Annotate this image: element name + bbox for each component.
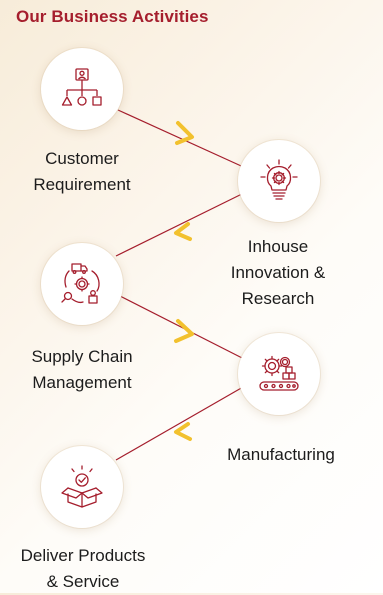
step-label-customer-requirement: Customer Requirement (33, 149, 131, 194)
step-node-innovation-research (238, 140, 320, 222)
org-chart-icon (61, 68, 102, 106)
chevron-left-icon (174, 422, 192, 441)
connector-line-4 (115, 382, 251, 461)
step-label-innovation-research: Inhouse Innovation & Research (230, 237, 326, 308)
chevron-right-icon (174, 319, 194, 343)
step-node-customer-requirement (41, 48, 123, 130)
step-label-supply-chain: Supply Chain Management (31, 347, 133, 392)
open-box-check-icon (61, 465, 103, 508)
supply-chain-cycle-icon (61, 263, 100, 304)
chevron-left-icon (174, 222, 192, 241)
page-title: Our Business Activities (16, 7, 209, 26)
connector-line-2 (115, 189, 251, 257)
step-label-manufacturing: Manufacturing (227, 445, 335, 464)
chevron-right-icon (175, 121, 194, 145)
step-node-supply-chain (41, 243, 123, 325)
step-node-manufacturing (238, 333, 320, 415)
lightbulb-gear-icon (260, 159, 298, 200)
gears-conveyor-icon (259, 355, 299, 391)
step-node-deliver (41, 446, 123, 528)
step-label-deliver: Deliver Products & Service (20, 546, 146, 591)
